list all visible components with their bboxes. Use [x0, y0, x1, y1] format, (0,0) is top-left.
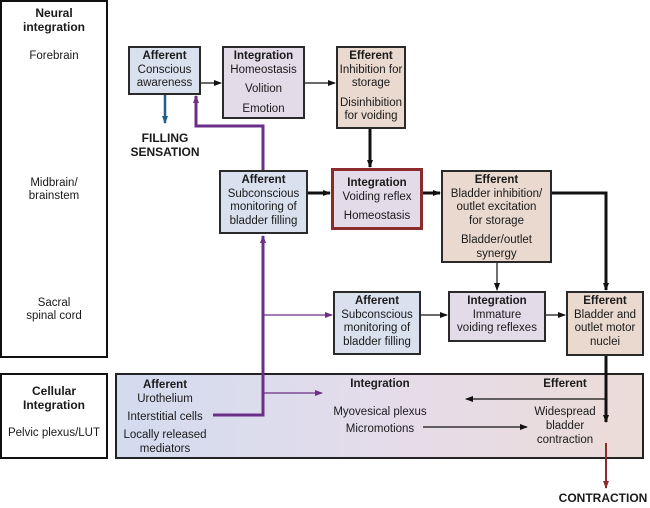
box-line: Immature	[472, 308, 522, 321]
box-line: Volition	[244, 83, 283, 95]
box-line: Disinhibition	[339, 96, 402, 109]
sacral-integration-box: Integration Immature voiding reflexes	[448, 291, 546, 342]
level-midbrain: Midbrain/brainstem	[0, 177, 108, 203]
box-title: Afferent	[142, 50, 187, 62]
box-line: for voiding	[344, 110, 398, 122]
cellular-line: bladder	[545, 420, 585, 432]
box-line: Emotion	[242, 102, 285, 115]
box-line: Subconscious	[341, 308, 413, 321]
box-line: Homeostasis	[343, 210, 411, 222]
box-line: Bladder/outlet	[461, 234, 532, 246]
forebrain-efferent-box: Efferent Inhibition for storage Disinhib…	[336, 46, 406, 129]
sacral-efferent-box: Efferent Bladder and outlet motor nuclei	[566, 291, 644, 356]
forebrain-integration-box: Integration Homeostasis Volition Emotion	[222, 46, 305, 119]
cellular-integration-panel	[0, 373, 108, 459]
output-line: SENSATION	[130, 145, 200, 159]
box-line: Subconscious	[227, 187, 300, 200]
box-line: outlet motor	[574, 322, 636, 334]
midbrain-efferent-box: Efferent Bladder inhibition/ outlet exci…	[441, 170, 552, 263]
cellular-afferent: Afferent Urothelium Interstitial cells L…	[115, 378, 215, 456]
box-line: outlet excitation	[456, 201, 537, 213]
box-title: Efferent	[474, 174, 519, 186]
title-line: integration	[23, 20, 85, 34]
title-line: Integration	[23, 398, 85, 412]
cellular-integration-heading: Integration	[350, 378, 410, 390]
title-line: Neural	[35, 6, 73, 20]
widespread-contraction-label: Widespread bladder contraction	[520, 405, 610, 447]
neural-integration-panel	[0, 0, 108, 358]
box-title: Integration	[233, 50, 294, 62]
box-title: Efferent	[583, 295, 627, 307]
title-line: Cellular	[31, 384, 76, 398]
level-line: spinal cord	[26, 310, 82, 322]
box-line: Bladder inhibition/	[450, 187, 543, 200]
section-title: Afferent	[142, 379, 188, 391]
cellular-line: Urothelium	[137, 393, 193, 405]
box-line: Conscious	[137, 63, 192, 76]
level-pelvic-plexus: Pelvic plexus/LUT	[7, 427, 101, 439]
box-title: Integration	[467, 295, 527, 307]
box-line: synergy	[476, 247, 517, 260]
cellular-line: Locally released	[123, 429, 207, 441]
voiding-reflex-integration-box: Integration Voiding reflex Homeostasis	[331, 168, 423, 230]
forebrain-afferent-box: Afferent Conscious awareness	[128, 46, 201, 95]
box-line: voiding reflexes	[457, 322, 537, 334]
box-line: Homeostasis	[230, 63, 297, 76]
box-title: Afferent	[241, 174, 286, 186]
cellular-line: mediators	[139, 443, 191, 455]
box-line: monitoring of	[230, 201, 297, 213]
box-title: Integration	[347, 177, 407, 189]
cellular-level-box	[115, 373, 644, 459]
level-line: brainstem	[28, 190, 80, 202]
myovesical-plexus-label: Myovesical plexus	[333, 406, 427, 418]
box-line: for storage	[469, 214, 524, 227]
box-line: nuclei	[589, 335, 621, 348]
level-forebrain: Forebrain	[29, 50, 79, 62]
afferent-pathway-to-conscious	[193, 95, 265, 170]
box-line: storage	[351, 77, 391, 89]
midbrain-afferent-box: Afferent Subconscious monitoring of blad…	[219, 170, 308, 234]
box-line: Bladder and	[573, 308, 637, 321]
cellular-efferent-heading: Efferent	[543, 378, 587, 390]
box-line: monitoring of	[343, 322, 411, 334]
box-title: Efferent	[349, 50, 393, 62]
cellular-line: Widespread	[534, 406, 596, 418]
micromotions-label: Micromotions	[345, 423, 415, 435]
box-line: awareness	[136, 77, 193, 89]
box-line: bladder filling	[343, 335, 411, 348]
box-line: Inhibition for	[339, 63, 403, 76]
contraction-label: CONTRACTION	[558, 491, 648, 505]
level-line: Midbrain/	[30, 177, 78, 189]
output-line: FILLING	[141, 131, 189, 145]
cellular-line: Interstitial cells	[127, 411, 203, 423]
sacral-afferent-box: Afferent Subconscious monitoring of blad…	[333, 291, 421, 355]
box-line: Voiding reflex	[342, 190, 412, 203]
cellular-line: contraction	[536, 434, 594, 446]
level-line: Sacral	[37, 297, 71, 309]
afferent-pathway-cellular	[213, 235, 266, 417]
box-line: bladder filling	[229, 214, 298, 227]
arrow-efferent-to-motor-nuclei	[552, 191, 609, 291]
box-title: Afferent	[354, 295, 400, 307]
